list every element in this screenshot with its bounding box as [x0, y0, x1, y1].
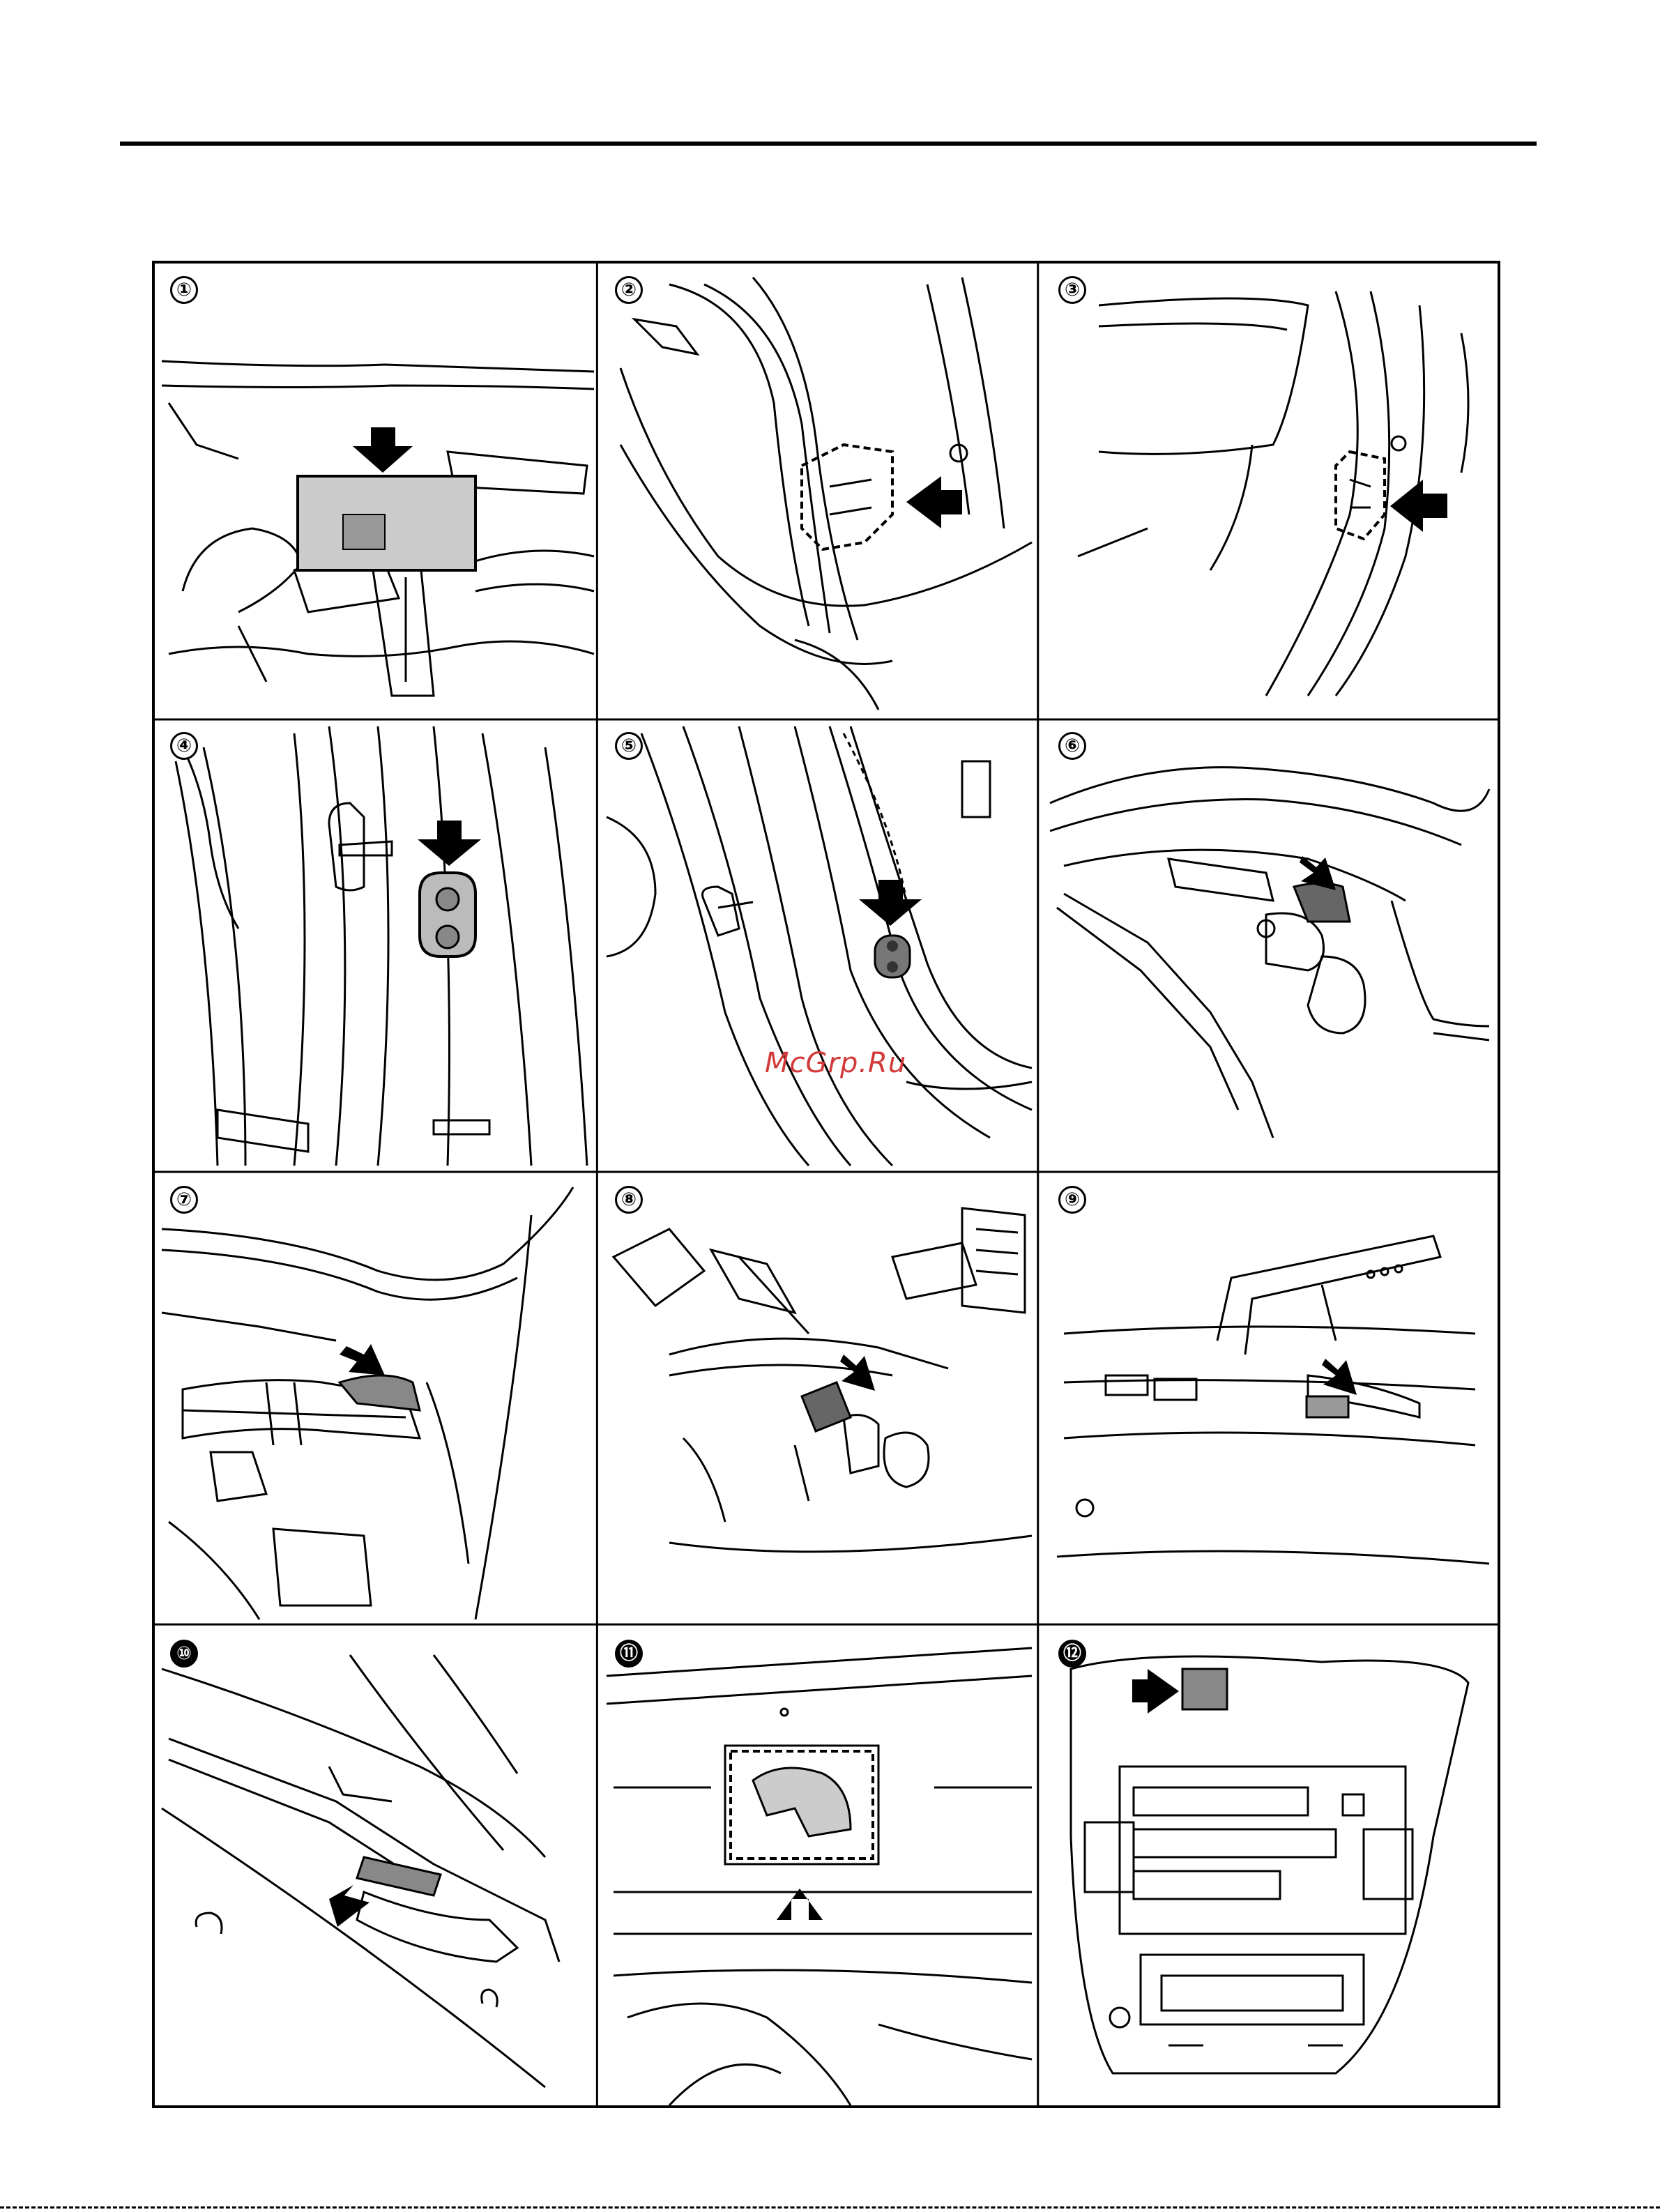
illustration-console-switch [1043, 1173, 1498, 1624]
illustration-control-unit-location [155, 264, 596, 717]
illustration-trunk-lid-opener [600, 1627, 1040, 2105]
panel-3: ③ [1043, 264, 1498, 717]
panel-number-6: ⑥ [1058, 732, 1086, 760]
illustration-connector-under-panel [1043, 719, 1498, 1170]
illustration-door-latch-front [600, 264, 1040, 717]
panel-6: ⑥ [1043, 719, 1498, 1170]
panel-12: ⑫ [1043, 1627, 1498, 2105]
illustration-door-latch-rear [1043, 264, 1498, 717]
panel-number-1: ① [170, 276, 198, 304]
panel-1: ① [155, 264, 596, 717]
panel-number-11: ⑪ [615, 1640, 643, 1668]
illustration-harness-connector-dash [155, 1173, 596, 1624]
panel-number-5: ⑤ [615, 732, 643, 760]
illustration-connector-under-steering [600, 1173, 1040, 1624]
illustration-door-switch-front [155, 719, 596, 1170]
panel-number-12: ⑫ [1058, 1640, 1086, 1668]
illustration-door-trim-switch [155, 1627, 596, 2105]
panel-10: ⑩ [155, 1627, 596, 2105]
panel-2: ② [600, 264, 1040, 717]
panel-9: ⑨ [1043, 1173, 1498, 1624]
page-bottom-edge [0, 2206, 1660, 2209]
panel-8: ⑧ [600, 1173, 1040, 1624]
panel-number-8: ⑧ [615, 1186, 643, 1214]
panel-5: ⑤ [600, 719, 1040, 1170]
illustration-fuse-block-relay [1043, 1627, 1498, 2105]
panel-number-2: ② [615, 276, 643, 304]
panel-number-10: ⑩ [170, 1640, 198, 1668]
watermark-text: McGrp.Ru [765, 1047, 906, 1079]
panel-4: ④ [155, 719, 596, 1170]
panel-number-4: ④ [170, 732, 198, 760]
panel-number-9: ⑨ [1058, 1186, 1086, 1214]
illustration-door-switch-rear [600, 719, 1040, 1170]
panel-number-3: ③ [1058, 276, 1086, 304]
header-rule [120, 142, 1537, 146]
panel-7: ⑦ [155, 1173, 596, 1624]
panel-11: ⑪ [600, 1627, 1040, 2105]
panel-number-7: ⑦ [170, 1186, 198, 1214]
